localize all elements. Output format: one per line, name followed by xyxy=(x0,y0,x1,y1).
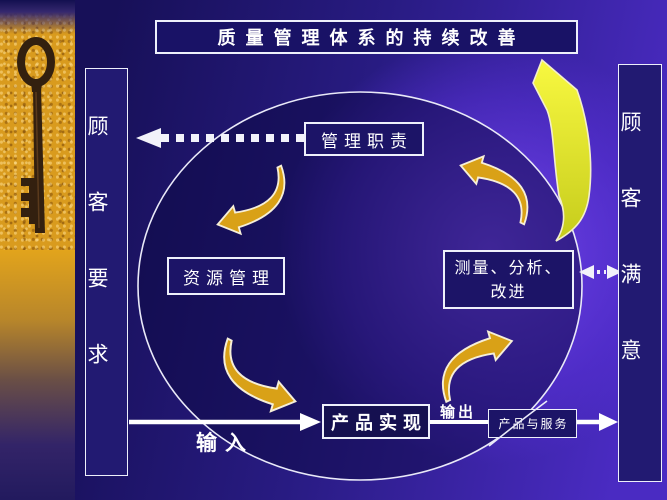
input-label: 输入 xyxy=(196,431,254,455)
measurement-line1: 测量、分析、 xyxy=(454,257,563,277)
output-arrow-head-icon xyxy=(599,413,618,431)
customer-requirements-label: 顾客要求 xyxy=(85,115,109,419)
photo-bottom-gradient xyxy=(0,250,75,500)
resource-management-label: 资源管理 xyxy=(183,268,275,289)
page-title: 质量管理体系的持续改善 xyxy=(217,28,526,49)
input-arrow-head-icon xyxy=(300,413,321,431)
management-responsibility-label: 管理职责 xyxy=(321,131,413,152)
customer-requirements-panel: 顾客要求 xyxy=(85,68,128,476)
products-and-services-box: 产品与服务 xyxy=(488,409,577,438)
products-and-services-label: 产品与服务 xyxy=(498,417,569,431)
product-realization-box: 产品实现 xyxy=(322,404,430,439)
double-arrow-left-head-icon xyxy=(579,265,594,279)
dotted-arrow-left-head-icon xyxy=(136,128,161,148)
improvement-up-arrow-icon xyxy=(532,58,592,242)
title-box: 质量管理体系的持续改善 xyxy=(155,20,578,54)
photo-top-fade xyxy=(0,0,75,34)
resource-management-box: 资源管理 xyxy=(167,257,285,295)
product-realization-label: 产品实现 xyxy=(331,412,427,434)
output-label: 输出 xyxy=(440,403,477,421)
measurement-line2: 改进 xyxy=(490,281,527,301)
management-responsibility-box: 管理职责 xyxy=(304,122,424,156)
measurement-analysis-improvement-box: 测量、分析、 改进 xyxy=(443,250,574,309)
key-icon xyxy=(17,37,55,233)
double-arrow-right-head-icon xyxy=(607,265,622,279)
antique-key-photo xyxy=(0,0,75,254)
customer-satisfaction-panel: 顾客满意 xyxy=(618,64,662,482)
customer-satisfaction-label: 顾客满意 xyxy=(618,111,642,415)
